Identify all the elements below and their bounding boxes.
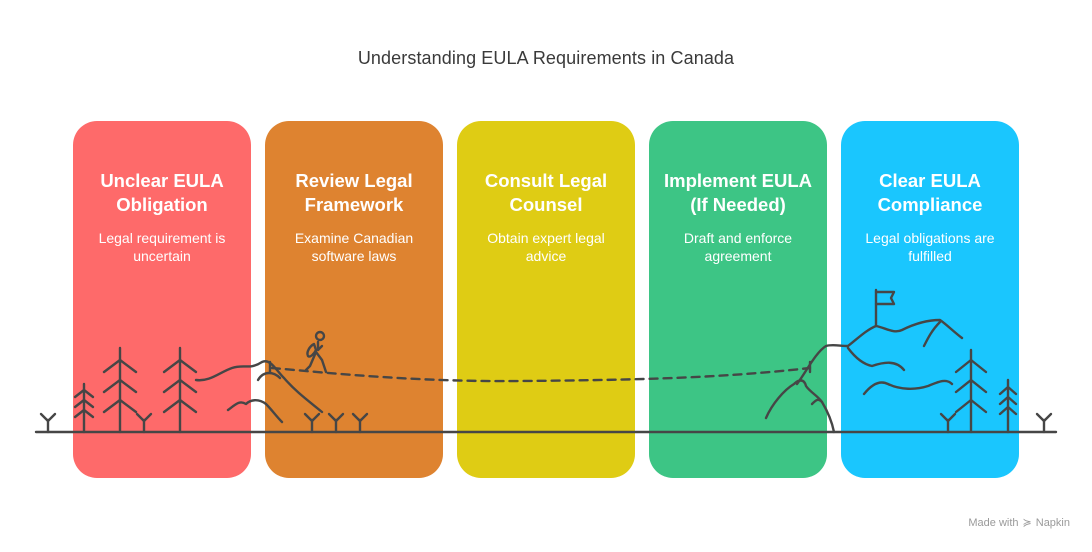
step-card-4: Implement EULA(If Needed) Draft and enfo… [649, 121, 827, 478]
grass-icon [39, 412, 57, 434]
made-with-label: Made with [968, 516, 1019, 529]
napkin-logo-icon: ≽ [1022, 517, 1032, 529]
step-title: Implement EULA(If Needed) [663, 170, 813, 215]
footer-attribution: Made with ≽ Napkin [968, 516, 1070, 530]
brand-name: Napkin [1035, 516, 1070, 529]
diagram-title: Understanding EULA Requirements in Canad… [357, 48, 735, 68]
grass-icon [1035, 412, 1053, 434]
